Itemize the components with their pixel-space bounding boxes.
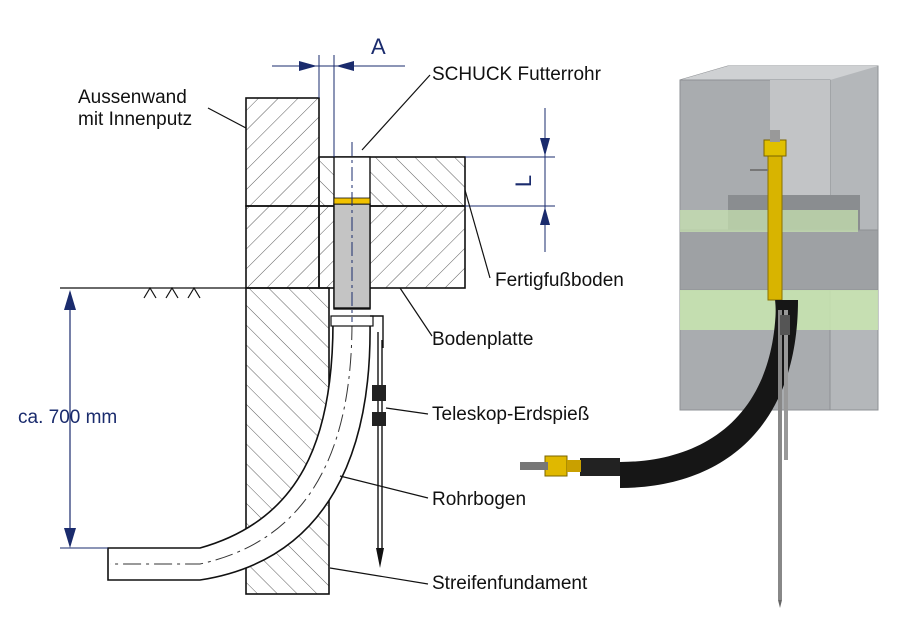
label-strip-foundation: Streifenfundament	[432, 573, 588, 594]
label-offset-a: A	[371, 34, 386, 59]
length-l-dimension	[465, 108, 555, 252]
label-depth-dimension: ca. 700 mm	[18, 407, 118, 428]
label-casing-pipe: SCHUCK Futterrohr	[432, 64, 601, 85]
label-finished-floor: Fertigfußboden	[495, 270, 624, 291]
depth-dimension	[60, 290, 108, 549]
ground-spike-3d	[778, 310, 790, 608]
label-outer-wall-line2: mit Innenputz	[78, 109, 193, 130]
offset-a-dimension	[272, 55, 405, 157]
label-outer-wall-line1: Aussenwand	[78, 87, 187, 108]
label-pipe-bend: Rohrbogen	[432, 489, 527, 510]
ground-level-mark	[60, 286, 246, 299]
ground-spike	[370, 315, 386, 568]
label-ground-spike: Teleskop-Erdspieß	[432, 404, 590, 425]
label-length-l: L	[511, 174, 537, 188]
leader-lines	[207, 74, 491, 585]
outer-wall	[245, 97, 320, 289]
label-floor-slab: Bodenplatte	[432, 329, 534, 350]
